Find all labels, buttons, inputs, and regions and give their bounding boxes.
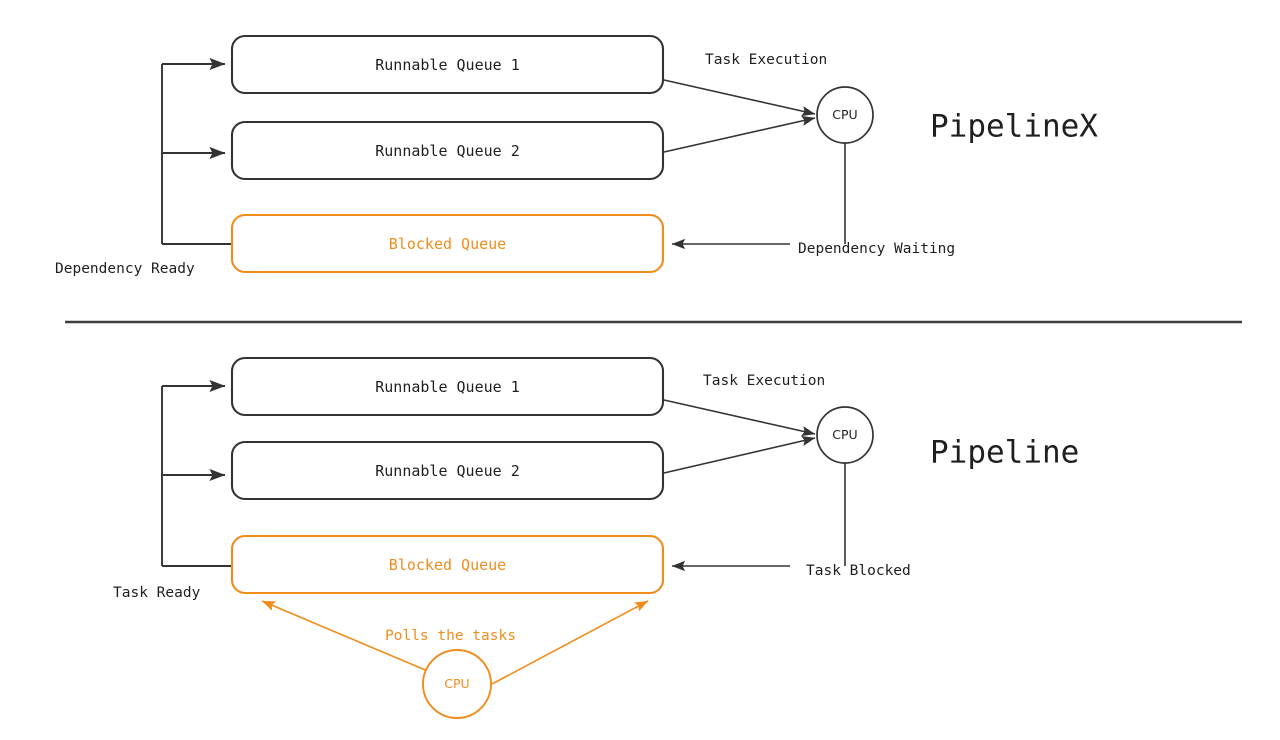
cpu-label: CPU: [832, 107, 857, 122]
queue-box-runnable-queue-1[interactable]: Runnable Queue 1: [230, 356, 665, 417]
queue-box-label: Blocked Queue: [389, 556, 506, 574]
queue-box-label: Runnable Queue 1: [375, 378, 520, 396]
queue-box-label: Blocked Queue: [389, 235, 506, 253]
queue-box-runnable-queue-1[interactable]: Runnable Queue 1: [230, 34, 665, 95]
runnable-2-to-cpu: [663, 435, 816, 474]
queue-box-outline: [230, 534, 665, 595]
queue-box-runnable-queue-2[interactable]: Runnable Queue 2: [230, 440, 665, 501]
edge-label-task-execution: Task Execution: [703, 373, 825, 389]
queue-box-label: Runnable Queue 2: [375, 462, 520, 480]
section-pipelinex: Runnable Queue 1 Runnable Queue 2 Blocke…: [55, 34, 1098, 277]
edge-label-task-ready: Task Ready: [113, 585, 201, 601]
cpu-label: CPU: [832, 427, 857, 442]
cpu-node[interactable]: CPU: [816, 86, 874, 144]
section-title-pipelinex: PipelineX: [930, 109, 1098, 145]
section-pipeline: Runnable Queue 1 Runnable Queue 2 Blocke…: [113, 356, 1079, 719]
queue-box-blocked-queue[interactable]: Blocked Queue: [230, 213, 665, 274]
runnable-1-to-cpu: [663, 399, 816, 437]
cpu-node[interactable]: CPU: [816, 406, 874, 464]
poller-cpu-to-blocked-queue-left: [261, 600, 431, 673]
edge-label-dependency-ready: Dependency Ready: [55, 261, 195, 277]
queue-box-label: Runnable Queue 2: [375, 142, 520, 160]
queue-box-outline: [230, 120, 665, 181]
queue-box-outline: [230, 213, 665, 274]
queue-box-blocked-queue[interactable]: Blocked Queue: [230, 534, 665, 595]
poller-cpu-to-blocked-queue-right: [491, 600, 649, 685]
queue-box-outline: [230, 440, 665, 501]
runnable-1-to-cpu: [663, 79, 816, 117]
runnable-2-to-cpu: [663, 115, 816, 153]
poller-cpu-label: CPU: [444, 676, 469, 691]
edge-label-task-blocked: Task Blocked: [806, 563, 911, 579]
edge-label-polls-the-tasks: Polls the tasks: [385, 628, 516, 644]
queue-box-runnable-queue-2[interactable]: Runnable Queue 2: [230, 120, 665, 181]
queue-box-label: Runnable Queue 1: [375, 56, 520, 74]
poller-cpu-circle: [422, 649, 492, 719]
section-title-pipeline: Pipeline: [930, 435, 1079, 471]
queue-box-outline: [230, 34, 665, 95]
queue-box-outline: [230, 356, 665, 417]
edge-label-dependency-waiting: Dependency Waiting: [798, 241, 955, 257]
poller-cpu-node[interactable]: CPU: [422, 649, 492, 719]
edge-label-task-execution: Task Execution: [705, 52, 827, 68]
